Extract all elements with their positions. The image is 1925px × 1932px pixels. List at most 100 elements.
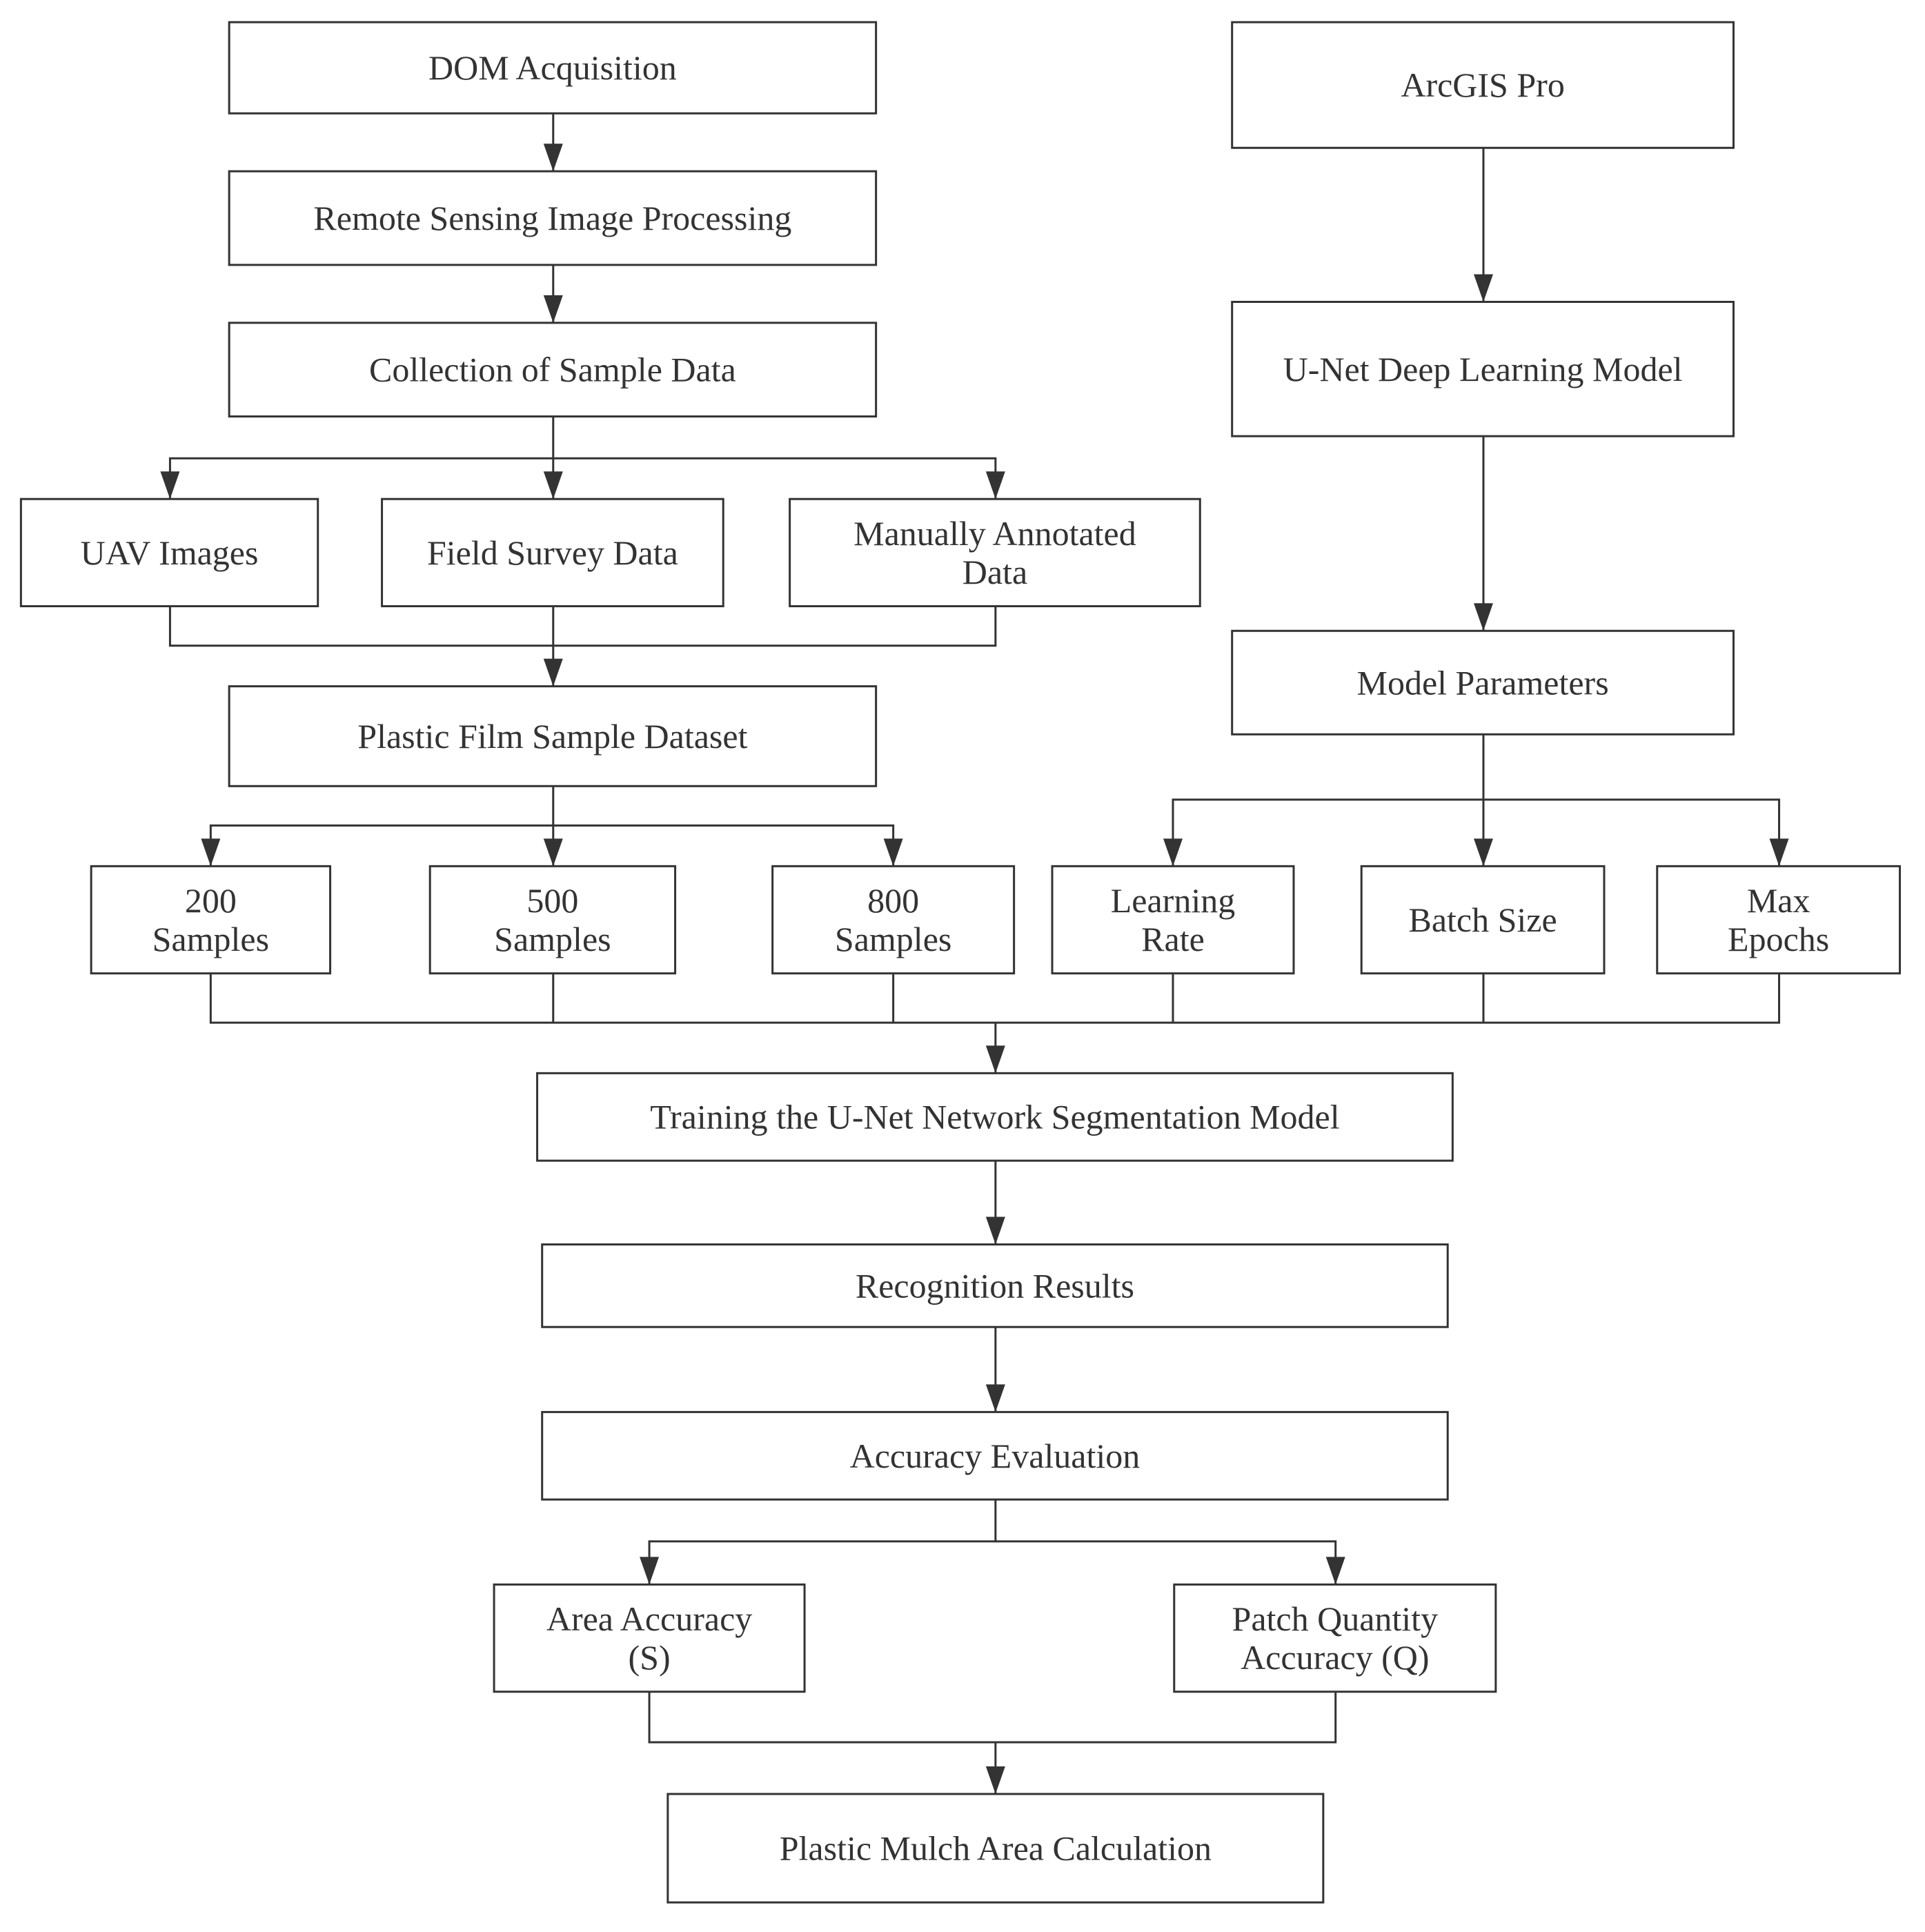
box-frame	[1231, 21, 1735, 149]
box-label: 800	[867, 881, 919, 920]
connector-line	[553, 457, 997, 500]
box-uav-images: UAV Images	[19, 497, 319, 608]
box-arcgis: ArcGIS Pro	[1231, 21, 1735, 149]
box-field-survey: Field Survey Data	[381, 497, 724, 608]
box-rs-processing: Remote Sensing Image Processing	[228, 170, 878, 266]
connectors	[160, 113, 1789, 1794]
arrowhead	[985, 471, 1005, 500]
box-label: DOM Acquisition	[428, 48, 677, 87]
connector-line	[168, 457, 553, 500]
box-area-accuracy: Area Accuracy(S)	[493, 1583, 806, 1693]
box-label: Data	[962, 553, 1027, 591]
box-unet-model: U-Net Deep Learning Model	[1231, 300, 1735, 437]
connector-line	[648, 1499, 997, 1585]
connector-line	[995, 1540, 1337, 1585]
box-frame	[228, 322, 878, 418]
box-frame	[541, 1410, 1449, 1501]
arrowhead	[1473, 603, 1493, 631]
arrowhead	[543, 144, 563, 172]
box-label: Samples	[835, 920, 951, 958]
box-dom-acquisition: DOM Acquisition	[228, 21, 878, 115]
connector-line	[168, 606, 997, 647]
box-label: Max	[1747, 881, 1810, 920]
connector-line	[1483, 798, 1781, 867]
box-frame	[228, 170, 878, 266]
box-label: Patch Quantity	[1232, 1599, 1439, 1638]
box-mulch-area: Plastic Mulch Area Calculation	[667, 1793, 1325, 1904]
connector-line	[209, 973, 1781, 1024]
box-label: Area Accuracy	[546, 1599, 752, 1638]
box-collection-sample: Collection of Sample Data	[228, 322, 878, 418]
arrowhead	[201, 838, 221, 867]
box-frame	[536, 1072, 1454, 1162]
box-label: Batch Size	[1408, 900, 1557, 939]
box-frame	[90, 865, 332, 975]
box-training: Training the U-Net Network Segmentation …	[536, 1072, 1454, 1162]
box-label: Learning	[1111, 881, 1235, 920]
arrowhead	[985, 1384, 1005, 1412]
box-label: Recognition Results	[856, 1266, 1134, 1305]
box-frame	[771, 865, 1016, 975]
box-frame	[1051, 865, 1295, 975]
connector-line	[209, 824, 553, 867]
box-label: Field Survey Data	[427, 533, 678, 572]
arrowhead	[543, 295, 563, 323]
box-label: (S)	[629, 1638, 671, 1677]
box-frame	[381, 497, 724, 608]
box-label: Manually Annotated	[853, 514, 1136, 553]
connector-line	[553, 824, 895, 867]
box-recognition: Recognition Results	[541, 1243, 1449, 1328]
box-label: Plastic Film Sample Dataset	[357, 717, 747, 756]
box-label: U-Net Deep Learning Model	[1283, 350, 1683, 388]
connector-line	[1172, 798, 1483, 867]
connector-line	[648, 1691, 1337, 1744]
box-label: 200	[185, 881, 237, 920]
box-label: Epochs	[1728, 920, 1829, 958]
box-label: Model Parameters	[1357, 663, 1609, 702]
arrowhead	[883, 838, 903, 867]
box-label: Samples	[152, 920, 269, 958]
box-label: Training the U-Net Network Segmentation …	[650, 1098, 1339, 1136]
box-frame	[428, 865, 677, 975]
arrowhead	[160, 471, 180, 500]
box-label: UAV Images	[81, 533, 259, 572]
arrowhead	[1473, 274, 1493, 302]
arrowhead	[543, 658, 563, 687]
arrowhead	[543, 838, 563, 867]
box-frame	[228, 685, 878, 787]
arrowhead	[1325, 1557, 1345, 1585]
arrowhead	[1163, 838, 1183, 867]
box-label: Rate	[1141, 920, 1205, 958]
box-label: Collection of Sample Data	[369, 351, 736, 389]
arrowhead	[640, 1557, 660, 1585]
box-frame	[1656, 865, 1902, 975]
box-label: Remote Sensing Image Processing	[313, 199, 791, 237]
box-film-dataset: Plastic Film Sample Dataset	[228, 685, 878, 787]
box-frame	[493, 1583, 806, 1693]
box-model-params: Model Parameters	[1231, 629, 1735, 736]
arrowhead	[1473, 838, 1493, 867]
arrowhead	[985, 1216, 1005, 1245]
arrowhead	[985, 1766, 1005, 1794]
box-frame	[228, 21, 878, 115]
box-frame	[1231, 629, 1735, 736]
arrowhead	[985, 1045, 1005, 1074]
arrowhead	[1769, 838, 1789, 867]
box-frame	[1231, 300, 1735, 437]
box-frame	[789, 497, 1201, 608]
box-accuracy-eval: Accuracy Evaluation	[541, 1410, 1449, 1501]
box-frame	[667, 1793, 1325, 1904]
box-label: Samples	[494, 920, 611, 958]
box-label: ArcGIS Pro	[1401, 66, 1564, 104]
box-frame	[1173, 1583, 1497, 1693]
box-frame	[19, 497, 319, 608]
